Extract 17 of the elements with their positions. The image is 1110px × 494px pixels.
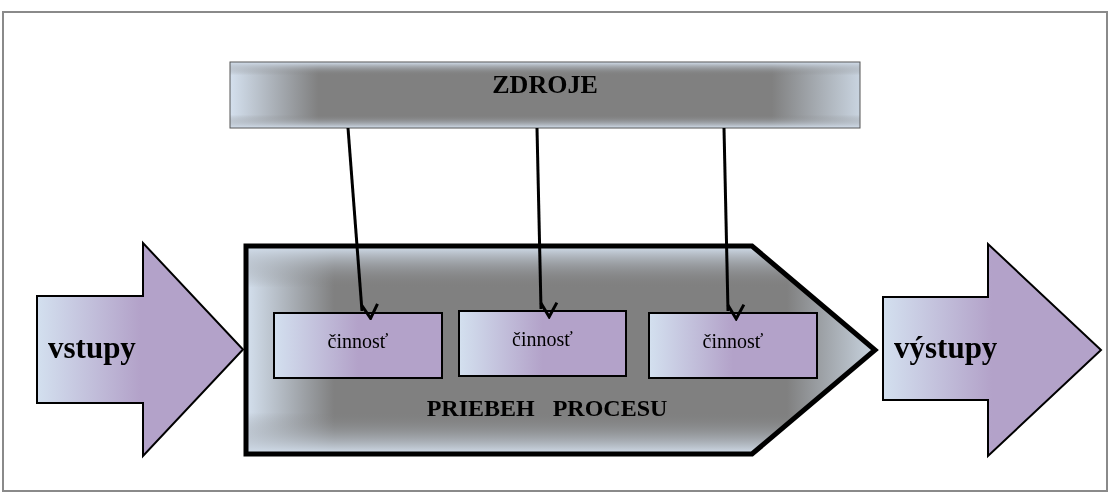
heading-label: PRIEBEH PROCESU bbox=[426, 395, 668, 422]
heading-label: ZDROJE bbox=[492, 70, 598, 100]
arrow-label: vstupy bbox=[48, 329, 136, 366]
block-arrow bbox=[36, 242, 244, 457]
arrow bbox=[346, 127, 379, 320]
activity-box bbox=[648, 312, 818, 379]
activity-label: činnosť bbox=[327, 330, 389, 353]
activity-label: činnosť bbox=[512, 328, 573, 351]
resource-box bbox=[230, 62, 860, 128]
activity-label: činnosť bbox=[702, 330, 764, 353]
arrow-label: výstupy bbox=[894, 330, 998, 366]
activity-box bbox=[458, 310, 627, 377]
block-arrow bbox=[882, 243, 1102, 457]
pentagon-arrow bbox=[244, 244, 877, 456]
arrow bbox=[535, 127, 559, 319]
activity-box bbox=[273, 312, 443, 379]
arrow bbox=[722, 127, 746, 321]
